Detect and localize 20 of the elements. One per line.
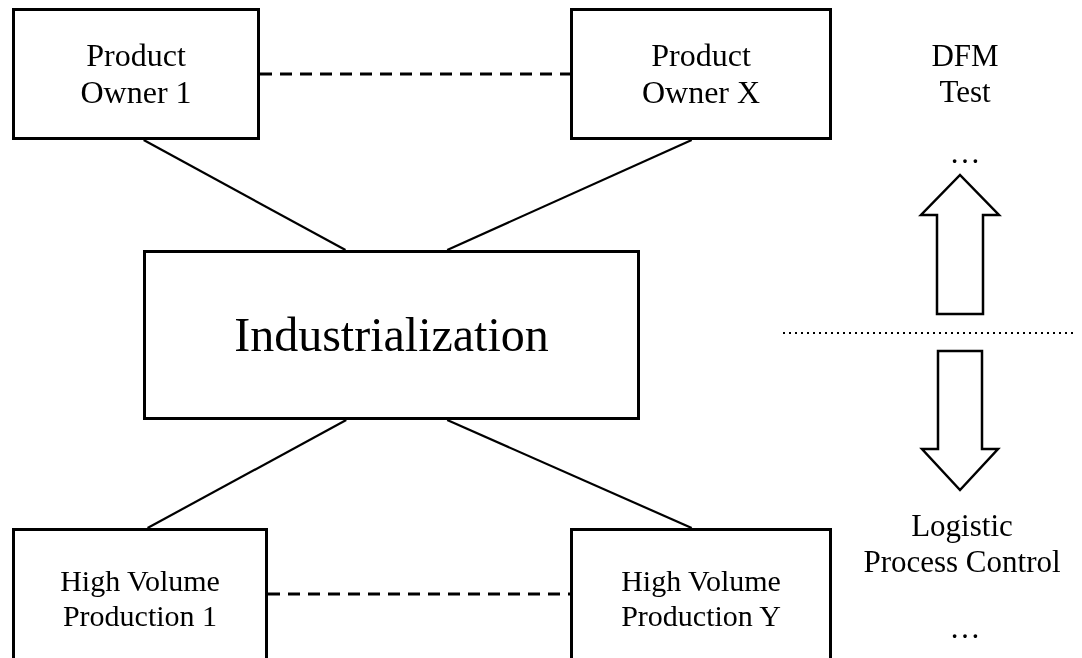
connector-line: [446, 139, 693, 251]
side-note: DFM Test: [930, 38, 1000, 111]
process-box: [570, 8, 832, 140]
box-label: Industrialization: [234, 306, 549, 363]
box-label: High Volume Production 1: [59, 562, 221, 634]
dashed-connector: [268, 592, 570, 596]
box-label: Product Owner 1: [79, 36, 193, 112]
process-box: [12, 528, 268, 658]
box-label: High Volume Production Y: [620, 562, 782, 634]
dashed-connector: [260, 72, 570, 76]
connector-line: [446, 419, 693, 529]
process-box: [143, 250, 640, 420]
process-box: [570, 528, 832, 658]
box-label: Product Owner X: [640, 36, 762, 112]
connector-line: [147, 419, 347, 529]
ellipsis-text: …: [948, 610, 982, 647]
ellipsis-text: …: [948, 135, 982, 172]
side-note: Logistic Process Control: [862, 508, 1062, 581]
process-box: [12, 8, 260, 140]
connector-line: [143, 139, 347, 251]
